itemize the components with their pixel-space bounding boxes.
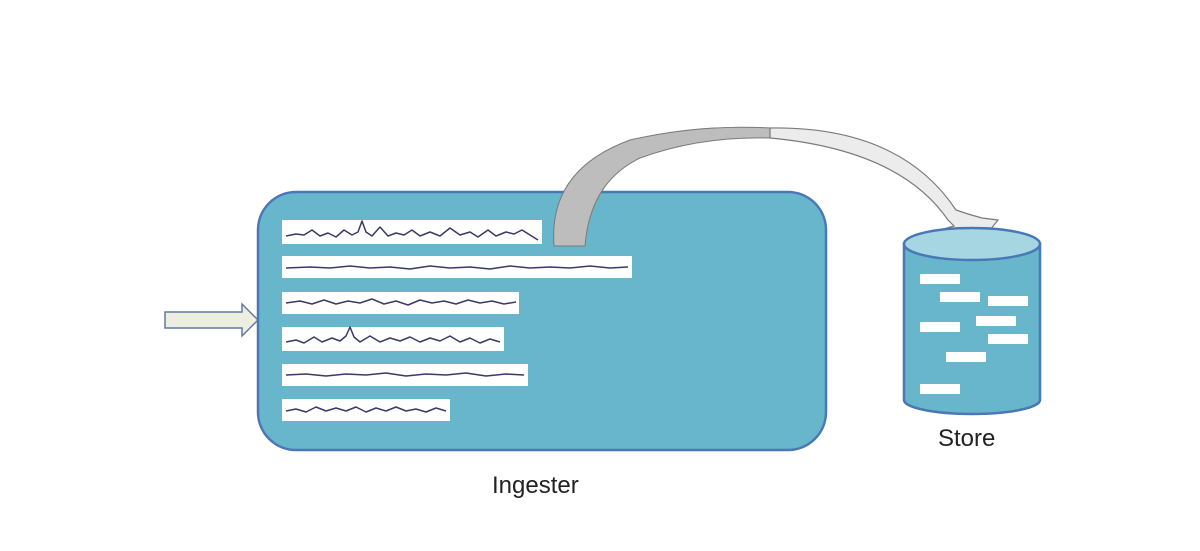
- stored-chunk: [946, 352, 986, 362]
- series-trace: [285, 265, 629, 270]
- stored-chunk: [920, 274, 960, 284]
- series-chunk: [282, 364, 528, 386]
- stored-chunk: [920, 384, 960, 394]
- series-chunk: [282, 220, 542, 244]
- series-trace: [285, 326, 501, 344]
- series-trace: [285, 406, 447, 413]
- stored-chunk: [976, 316, 1016, 326]
- stored-chunks: [920, 274, 1028, 394]
- series-trace: [285, 220, 539, 241]
- series-chunk: [282, 256, 632, 278]
- series-chunk: [282, 326, 504, 351]
- store-label: Store: [938, 425, 996, 452]
- ingester-label: Ingester: [492, 472, 579, 499]
- stored-chunk: [988, 296, 1028, 306]
- series-trace: [285, 298, 517, 306]
- series-chunks: [282, 220, 632, 421]
- stored-chunk: [920, 322, 960, 332]
- series-chunk: [282, 292, 519, 314]
- stored-chunk: [988, 334, 1028, 344]
- input-arrow-icon: [164, 302, 260, 338]
- series-trace: [285, 372, 525, 377]
- stored-chunk: [940, 292, 980, 302]
- database-cylinder-icon: [902, 226, 1042, 416]
- series-chunk: [282, 399, 450, 421]
